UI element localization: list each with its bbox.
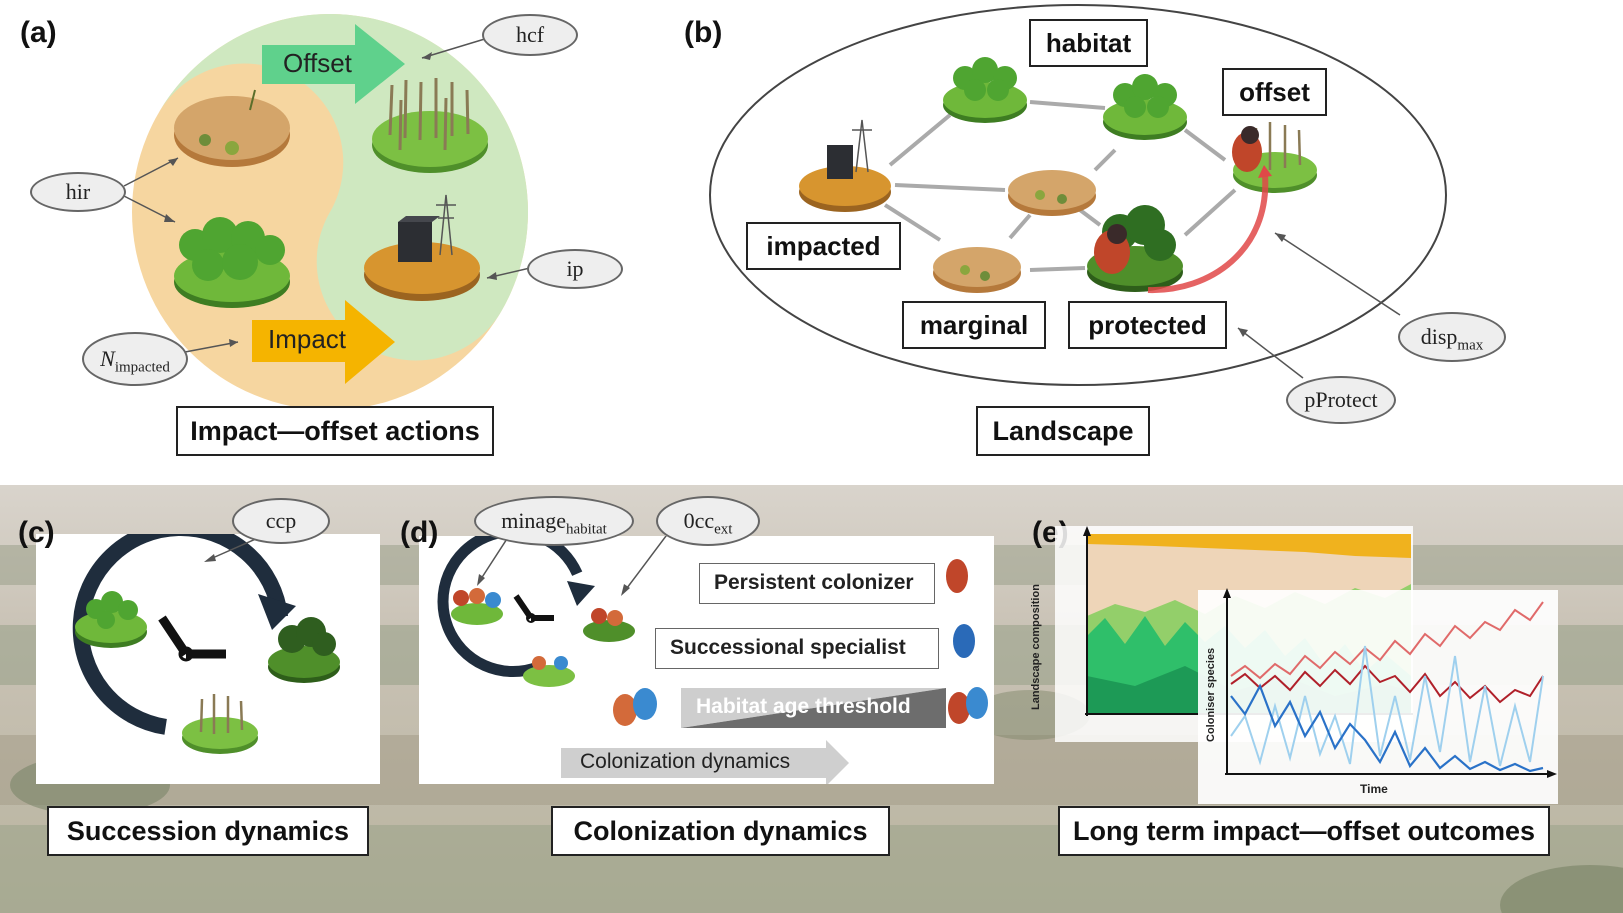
- panel-d-letter: (d): [400, 516, 439, 549]
- param-disp-max: dispmax: [1398, 312, 1506, 362]
- param-hcf-text: hcf: [515, 22, 545, 47]
- param-n-impacted: Nimpacted: [82, 332, 188, 386]
- panel-b-label: Landscape: [976, 406, 1150, 456]
- panel-c-letter: (c): [18, 516, 55, 549]
- param-ip: ip: [527, 249, 623, 289]
- node-habitat-label: habitat: [1029, 19, 1148, 67]
- habitat-age-threshold-label: Habitat age threshold: [696, 695, 911, 718]
- node-protected-label: protected: [1068, 301, 1227, 349]
- param-ccp-text: ccp: [265, 508, 297, 533]
- impact-arrow-shape: [252, 300, 395, 384]
- param-minage-sub: habitat: [565, 521, 607, 538]
- node-offset-label: offset: [1222, 68, 1327, 116]
- param-occ-ext: 0ccext: [656, 496, 760, 546]
- node-impacted-label: impacted: [746, 222, 901, 270]
- panel-c-diagram: [72, 534, 340, 754]
- colonization-arrow-label: Colonization dynamics: [580, 750, 791, 773]
- chart-front-ylabel: Coloniser species: [1205, 647, 1217, 742]
- param-n-impacted-sub: impacted: [114, 359, 170, 376]
- panel-c-label: Succession dynamics: [47, 806, 369, 856]
- param-pprotect: pProtect: [1286, 376, 1396, 424]
- impact-arrow-label: Impact: [268, 324, 347, 354]
- param-disp-sub: max: [1457, 337, 1484, 354]
- param-occ-main: 0cc: [683, 508, 715, 533]
- param-hir-text: hir: [65, 179, 91, 204]
- panel-d-label: Colonization dynamics: [551, 806, 890, 856]
- persistent-colonizer-label: Persistent colonizer: [699, 563, 935, 604]
- panel-d-diagram: [437, 536, 988, 784]
- successional-specialist-label: Successional specialist: [655, 628, 939, 669]
- param-n-impacted-main: N: [100, 346, 115, 371]
- panel-a-letter: (a): [20, 16, 57, 49]
- chart-front-xlabel: Time: [1360, 782, 1388, 796]
- param-hcf: hcf: [482, 14, 578, 56]
- offset-arrow-label: Offset: [283, 48, 352, 78]
- param-ip-text: ip: [566, 256, 584, 281]
- node-marginal-label: marginal: [902, 301, 1046, 349]
- offset-arrow-shape: [262, 24, 405, 104]
- param-minage-habitat: minagehabitat: [474, 496, 634, 546]
- chart-back-ylabel: Landscape composition: [1030, 584, 1042, 710]
- panel-b-diagram: [709, 4, 1447, 386]
- param-occ-sub: ext: [714, 521, 733, 538]
- panel-e-charts: [1055, 526, 1558, 804]
- param-disp-main: disp: [1420, 324, 1458, 349]
- panel-b-letter: (b): [684, 16, 723, 49]
- panel-a-label: Impact—offset actions: [176, 406, 494, 456]
- panel-a-diagram: [123, 14, 531, 410]
- param-minage-main: minage: [501, 508, 566, 533]
- panel-e-label: Long term impact—offset outcomes: [1058, 806, 1550, 856]
- param-hir: hir: [30, 172, 126, 212]
- param-ccp: ccp: [232, 498, 330, 544]
- param-pprotect-text: pProtect: [1304, 387, 1378, 412]
